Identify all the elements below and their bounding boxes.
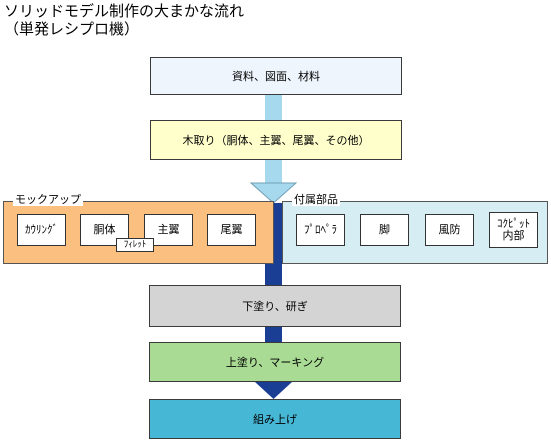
accessory-part-canopy-label: 風防: [438, 223, 461, 236]
mockup-part-fuselage: 胴体: [80, 214, 129, 246]
mockup-part-tail-wing: 尾翼: [207, 214, 256, 246]
mockup-part-fillet-label: ﾌｨﾚｯﾄ: [123, 240, 147, 250]
mockup-part-cowling-label: ｶｳﾘﾝｸﾞ: [25, 223, 58, 236]
step-sanding: 下塗り、研ぎ: [149, 285, 401, 327]
step-materials-label: 資料、図面、材料: [232, 69, 320, 83]
step-rough-cut: 木取り（胴体、主翼、尾翼、その他）: [150, 120, 402, 160]
accessory-part-canopy: 風防: [425, 214, 474, 246]
accessory-part-landing-gear-label: 脚: [379, 223, 390, 236]
diagram-title-line1: ソリッドモデル制作の大まかな流れ: [4, 2, 245, 20]
step-finishing-label: 上塗り、マーキング: [225, 355, 325, 369]
step-assembly-label: 組み上げ: [253, 412, 297, 426]
mockup-part-fuselage-label: 胴体: [93, 223, 116, 236]
step-rough-cut-label: 木取り（胴体、主翼、尾翼、その他）: [182, 133, 370, 147]
mockup-part-cowling: ｶｳﾘﾝｸﾞ: [17, 214, 66, 246]
accessory-part-cockpit-interior-label: ｺｸﾋﾟｯﾄ 内部: [497, 217, 530, 242]
diagram-title-line2: （単発レシプロ機）: [4, 20, 140, 38]
accessory-group-label: 付属部品: [292, 193, 340, 206]
arrow-shaft-roughcut-down: [265, 160, 282, 184]
mockup-part-fillet: ﾌｨﾚｯﾄ: [116, 238, 154, 252]
accessory-part-propeller-label: ﾌﾟﾛﾍﾟﾗ: [304, 223, 337, 236]
step-finishing: 上塗り、マーキング: [149, 342, 401, 382]
mockup-group-label: モックアップ: [13, 193, 83, 206]
step-assembly: 組み上げ: [149, 399, 401, 439]
arrow-shaft-materials-to-roughcut: [265, 95, 282, 120]
accessory-part-cockpit-interior: ｺｸﾋﾟｯﾄ 内部: [489, 212, 538, 248]
arrow-head-roughcut-down: [249, 182, 298, 204]
step-sanding-label: 下塗り、研ぎ: [242, 299, 308, 313]
accessory-part-propeller: ﾌﾟﾛﾍﾟﾗ: [296, 214, 345, 246]
accessory-part-landing-gear: 脚: [360, 214, 409, 246]
mockup-part-tail-wing-label: 尾翼: [220, 223, 243, 236]
arrow-head-navy: [255, 382, 292, 399]
step-materials: 資料、図面、材料: [150, 57, 402, 95]
mockup-part-main-wing-label: 主翼: [157, 223, 180, 236]
